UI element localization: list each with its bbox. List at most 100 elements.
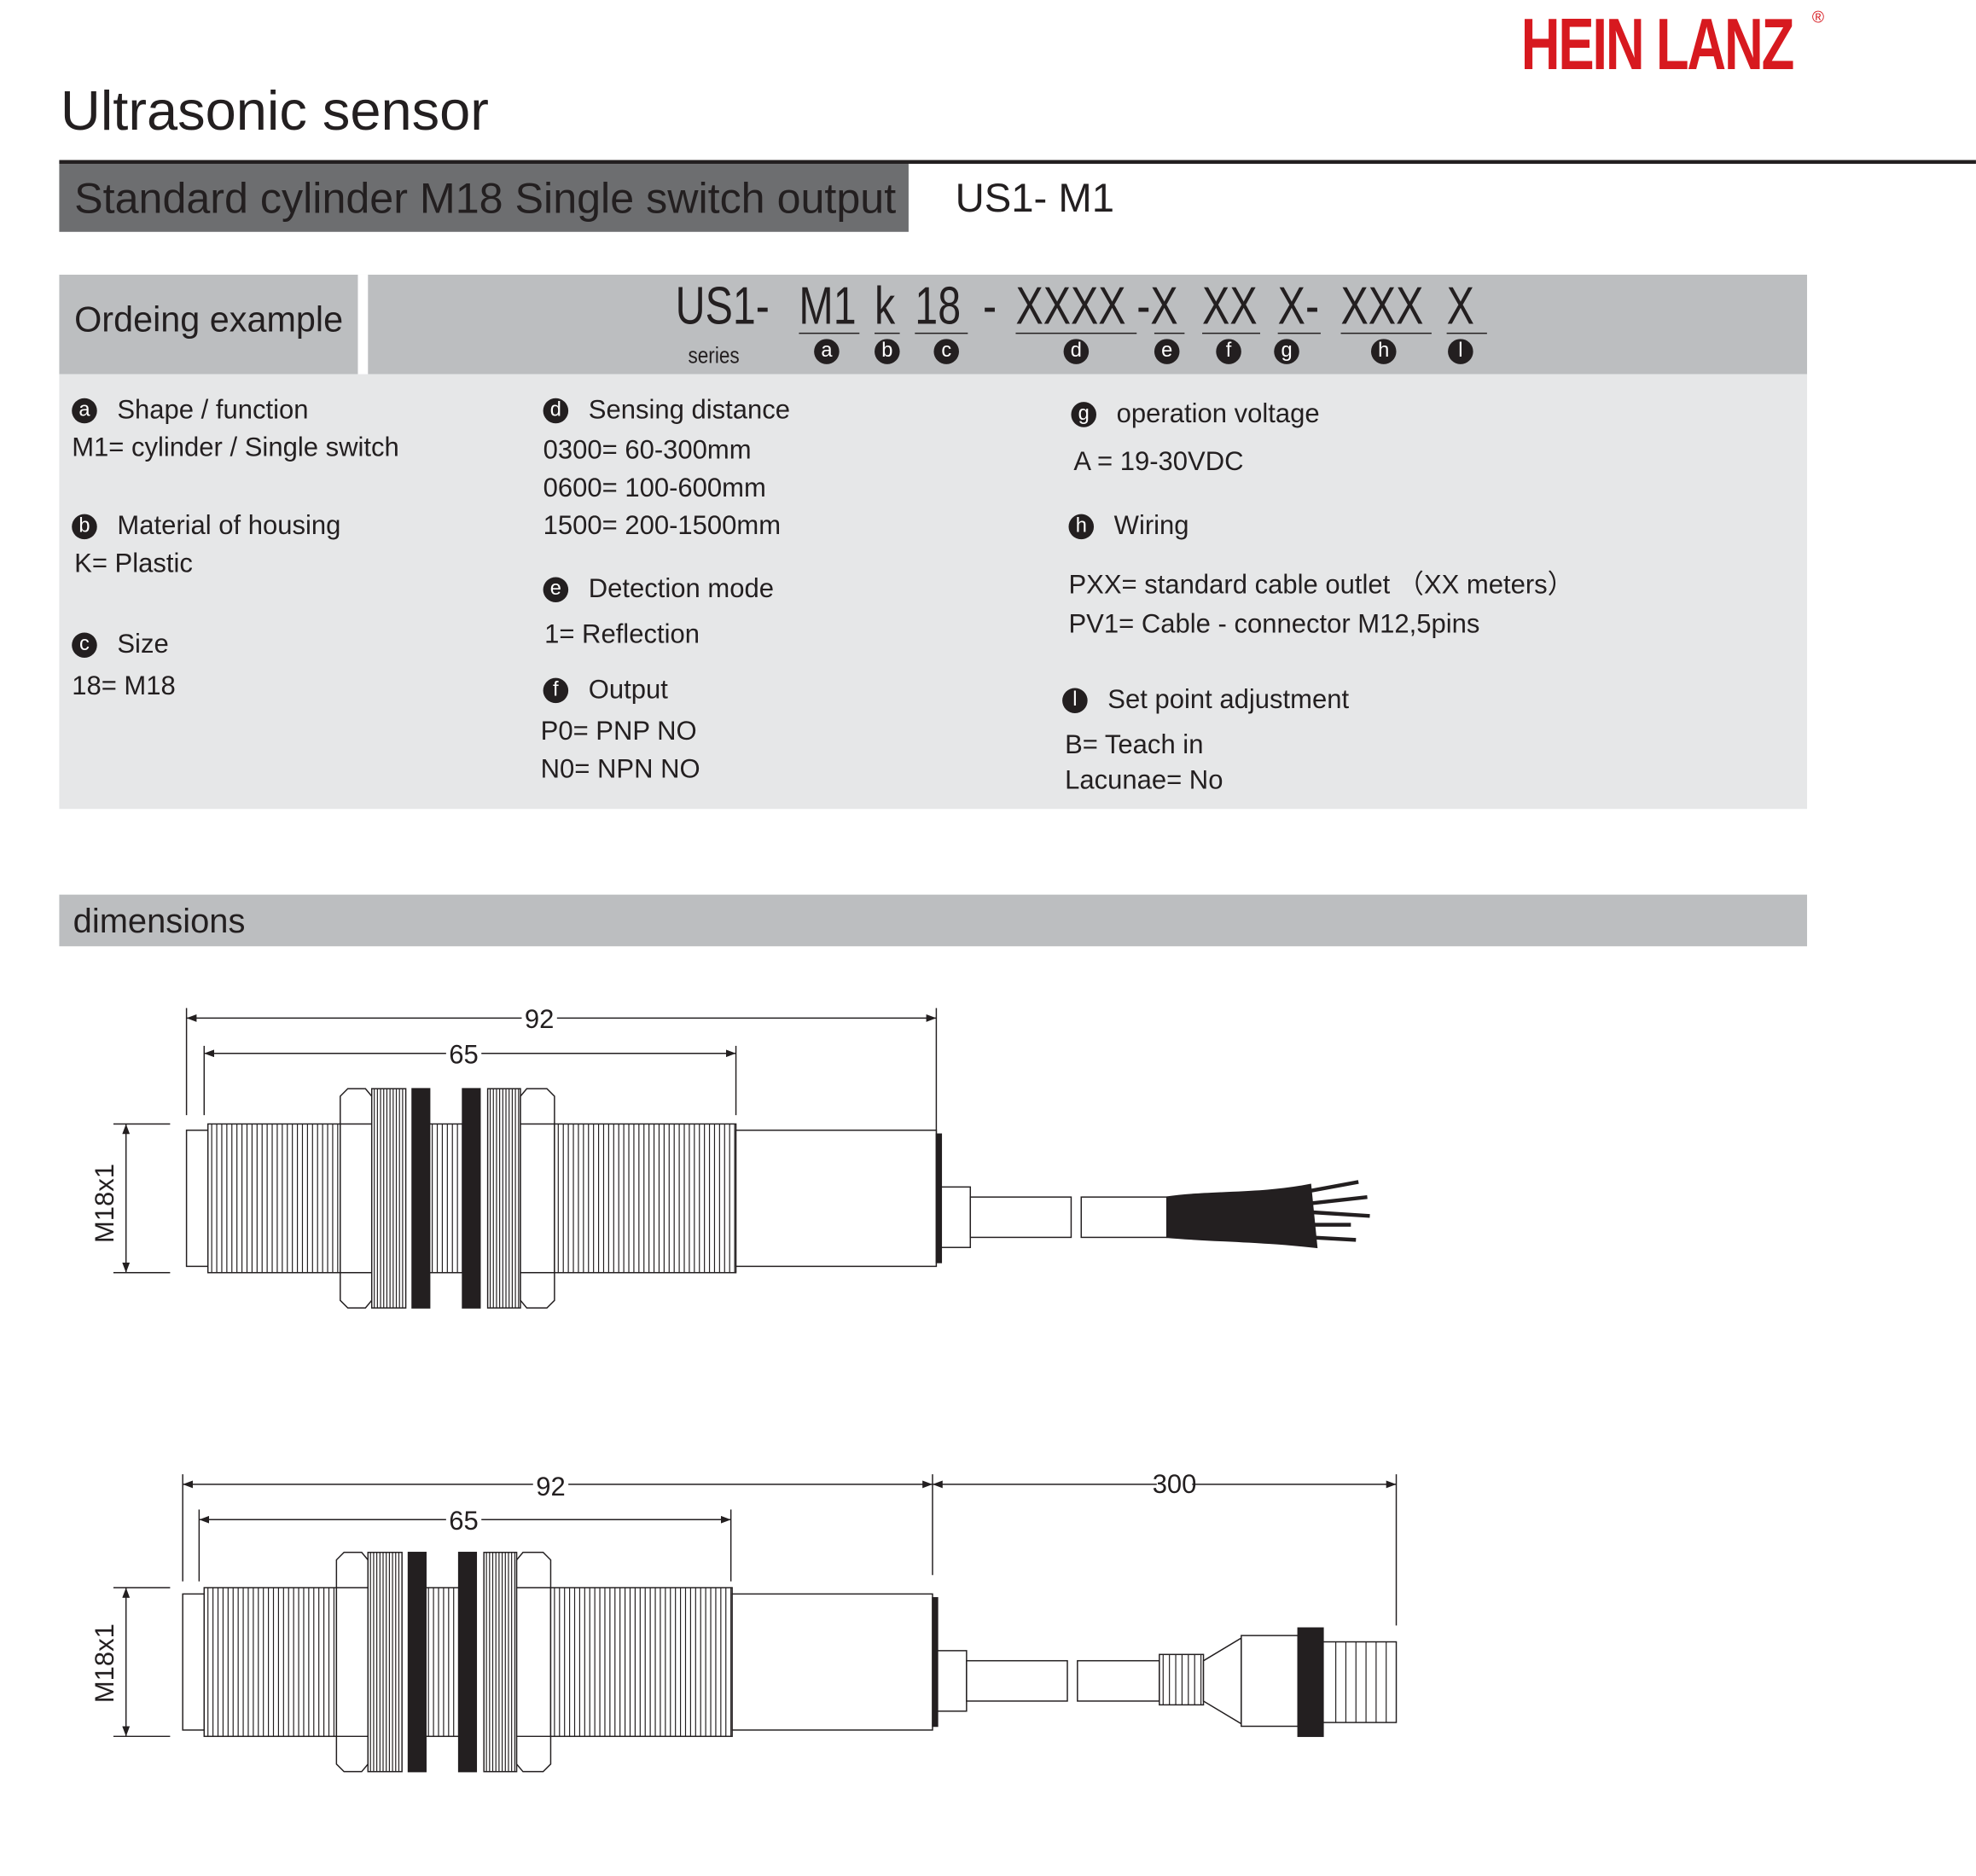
code-badge-l: l: [1448, 339, 1473, 364]
end-cap: [932, 1597, 939, 1728]
page-title: Ultrasonic sensor: [60, 80, 489, 142]
end-cap: [935, 1133, 943, 1263]
code-badge-a: a: [814, 339, 840, 364]
code-segment: XXXX: [1015, 276, 1126, 335]
option-value: PV1= Cable - connector M12,5pins: [1068, 609, 1480, 639]
code-underline: [1015, 332, 1137, 334]
code-segment: XXX: [1340, 276, 1424, 335]
option-badge-b: b: [72, 514, 97, 540]
code-segment: -: [983, 276, 997, 335]
brand-logo: HEIN LANZ: [1520, 3, 1795, 86]
dim-thread-1: 65: [449, 1040, 478, 1070]
option-title-b: Material of housing: [117, 511, 341, 541]
washer-front: [411, 1088, 431, 1309]
wire: [1310, 1194, 1368, 1205]
option-value: N0= NPN NO: [540, 754, 700, 784]
dim-diameter-2: M18x1: [90, 1623, 119, 1703]
option-value: A = 19-30VDC: [1073, 447, 1244, 477]
code-underline: [915, 332, 968, 334]
nut-rear: [520, 1088, 555, 1309]
option-title-d: Sensing distance: [588, 395, 791, 425]
option-title-c: Size: [117, 630, 169, 659]
code-badge-e: e: [1154, 339, 1180, 364]
thread-front: [203, 1587, 338, 1738]
dim-cable-2: 300: [1153, 1469, 1197, 1499]
option-badge-f: f: [543, 677, 569, 704]
options-panel: [59, 374, 1808, 810]
code-underline: [875, 332, 900, 334]
thread-rear: [554, 1123, 737, 1274]
front-cap: [182, 1593, 206, 1731]
option-value: 18= M18: [72, 671, 176, 701]
code-underline: [1277, 332, 1321, 334]
option-badge-a: a: [72, 398, 97, 424]
washer-rear: [462, 1088, 481, 1309]
knurl-front: [370, 1088, 407, 1309]
dim-overall-1: 92: [525, 1004, 554, 1034]
connector-cone: [1202, 1636, 1242, 1725]
connector-nut: [1297, 1627, 1324, 1738]
housing: [731, 1593, 933, 1731]
ordering-band: [59, 274, 1808, 375]
connector-head: [1322, 1641, 1398, 1723]
code-badge-g: g: [1274, 339, 1299, 364]
cable: [1077, 1659, 1160, 1702]
code-segment: -X: [1136, 276, 1178, 335]
option-value: 1= Reflection: [544, 619, 700, 649]
code-badge-f: f: [1216, 339, 1241, 364]
ordering-label: Ordeing example: [74, 299, 344, 340]
wire: [1310, 1235, 1357, 1242]
subtitle-bar: Standard cylinder M18 Single switch outp…: [59, 164, 909, 232]
option-badge-e: e: [543, 577, 569, 603]
option-value: PXX= standard cable outlet （XX meters）: [1068, 571, 1574, 601]
option-title-a: Shape / function: [117, 395, 309, 425]
cable-wires: [1165, 1183, 1318, 1249]
code-underline: [1340, 332, 1432, 334]
ordering-divider: [357, 274, 369, 375]
code-badge-c: c: [933, 339, 959, 364]
code-segment: k: [875, 276, 896, 335]
option-badge-h: h: [1068, 514, 1095, 540]
dimensions-heading: dimensions: [73, 902, 246, 940]
title-divider: [59, 160, 1976, 165]
knurl-front: [367, 1551, 403, 1773]
option-value: 0300= 60-300mm: [543, 436, 752, 466]
option-value: Lacunae= No: [1065, 766, 1223, 795]
wire: [1310, 1180, 1359, 1193]
option-badge-g: g: [1071, 402, 1096, 427]
cable-gland: [940, 1186, 972, 1248]
option-value: 1500= 200-1500mm: [543, 511, 782, 541]
option-value: M1= cylinder / Single switch: [72, 433, 399, 463]
nut-front: [340, 1088, 373, 1309]
code-badge-b: b: [875, 339, 900, 364]
series-label: series: [688, 342, 740, 369]
code-underline: [1154, 332, 1185, 334]
connector-grip: [1159, 1653, 1205, 1706]
dim-overall-2: 92: [536, 1472, 565, 1501]
subtitle: Standard cylinder M18 Single switch outp…: [74, 175, 897, 224]
code-underline: [1202, 332, 1260, 334]
wire: [1310, 1210, 1370, 1218]
dim-diameter-1: M18x1: [90, 1164, 119, 1243]
option-title-f: Output: [588, 675, 668, 705]
code-underline: [1446, 332, 1487, 334]
cable: [966, 1659, 1068, 1702]
washer-rear: [457, 1551, 478, 1773]
cable: [969, 1196, 1072, 1239]
front-cap: [185, 1130, 209, 1268]
code-badge-d: d: [1063, 339, 1090, 364]
thread-rear: [549, 1587, 733, 1738]
housing: [735, 1130, 938, 1268]
drawing-cable-outlet: [113, 1008, 1370, 1309]
option-title-l: Set point adjustment: [1107, 685, 1350, 715]
code-segment: X-: [1277, 276, 1320, 335]
option-value: P0= PNP NO: [540, 717, 697, 746]
code-segment: US1-: [675, 276, 770, 335]
registered-mark: ®: [1811, 7, 1825, 27]
option-badge-d: d: [543, 398, 569, 424]
option-value: K= Plastic: [74, 549, 193, 578]
option-badge-l: l: [1062, 688, 1088, 713]
model-number: US1- M1: [955, 175, 1115, 221]
nut-rear: [515, 1551, 552, 1773]
